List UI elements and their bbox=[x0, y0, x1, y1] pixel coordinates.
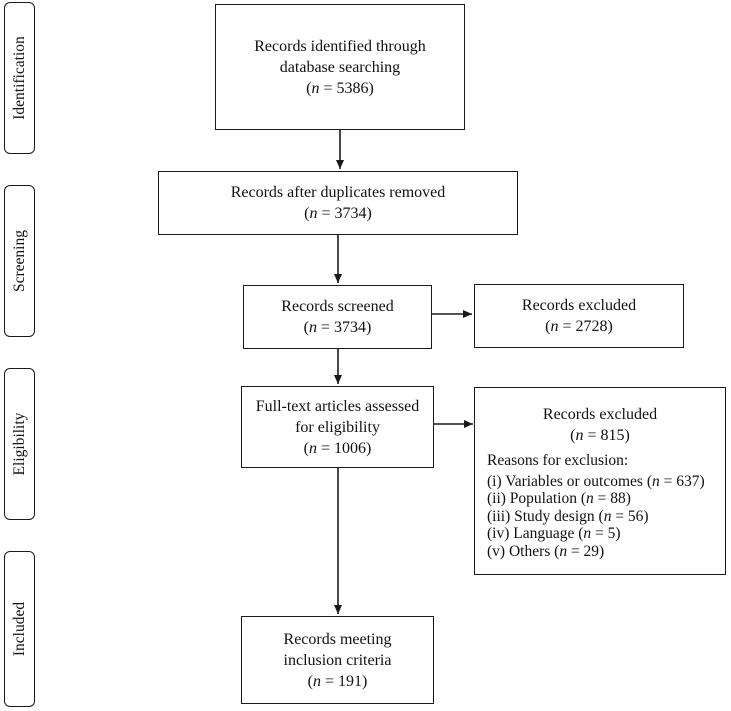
box-line: Records after duplicates removed bbox=[230, 184, 446, 201]
count-line: (n = 3734) bbox=[304, 205, 372, 222]
exclusion-reasons: Reasons for exclusion: (i) Variables or … bbox=[475, 452, 725, 560]
box-fulltext-assessed: Full-text articles assessed for eligibil… bbox=[241, 386, 434, 468]
box-records-screened: Records screened (n = 3734) bbox=[243, 285, 432, 349]
box-line: Full-text articles assessed bbox=[255, 397, 420, 415]
count-line: (n = 1006) bbox=[303, 439, 372, 457]
stage-label-text: Screening bbox=[10, 230, 28, 292]
box-line: Records excluded bbox=[542, 406, 658, 423]
box-records-excluded-fulltext: Records excluded (n = 815) Reasons for e… bbox=[474, 387, 726, 575]
box-line: for eligibility bbox=[295, 418, 380, 436]
stage-label-screening: Screening bbox=[4, 185, 35, 337]
stage-label-text: Included bbox=[10, 601, 28, 657]
count-line: (n = 815) bbox=[570, 427, 630, 444]
count-line: (n = 191) bbox=[307, 672, 368, 690]
count-line: (n = 5386) bbox=[306, 79, 374, 97]
reason-item: (iv) Language (n = 5) bbox=[487, 525, 621, 542]
box-line: Records identified through bbox=[254, 37, 426, 55]
stage-label-text: Identification bbox=[10, 36, 28, 120]
box-line: inclusion criteria bbox=[283, 651, 392, 669]
reasons-title: Reasons for exclusion: bbox=[487, 452, 629, 469]
count-line: (n = 3734) bbox=[303, 319, 372, 336]
box-line: database searching bbox=[279, 58, 401, 76]
stage-label-identification: Identification bbox=[4, 2, 35, 154]
box-records-identified: Records identified through database sear… bbox=[215, 4, 465, 130]
box-line: Records screened bbox=[281, 298, 394, 315]
reason-item: (iii) Study design (n = 56) bbox=[487, 507, 649, 525]
box-records-excluded-screening: Records excluded (n = 2728) bbox=[474, 284, 684, 348]
box-duplicates-removed: Records after duplicates removed (n = 37… bbox=[158, 171, 518, 235]
count-line: (n = 2728) bbox=[545, 318, 613, 335]
stage-label-included: Included bbox=[4, 551, 35, 707]
reason-item: (ii) Population (n = 88) bbox=[487, 490, 631, 507]
reason-item: (v) Others (n = 29) bbox=[487, 542, 605, 560]
box-records-included: Records meeting inclusion criteria (n = … bbox=[241, 616, 434, 704]
box-line: Records excluded bbox=[521, 297, 637, 314]
box-line: Records meeting bbox=[283, 630, 392, 648]
stage-label-eligibility: Eligibility bbox=[4, 368, 35, 520]
reason-item: (i) Variables or outcomes (n = 637) bbox=[487, 472, 705, 490]
stage-label-text: Eligibility bbox=[10, 412, 28, 476]
